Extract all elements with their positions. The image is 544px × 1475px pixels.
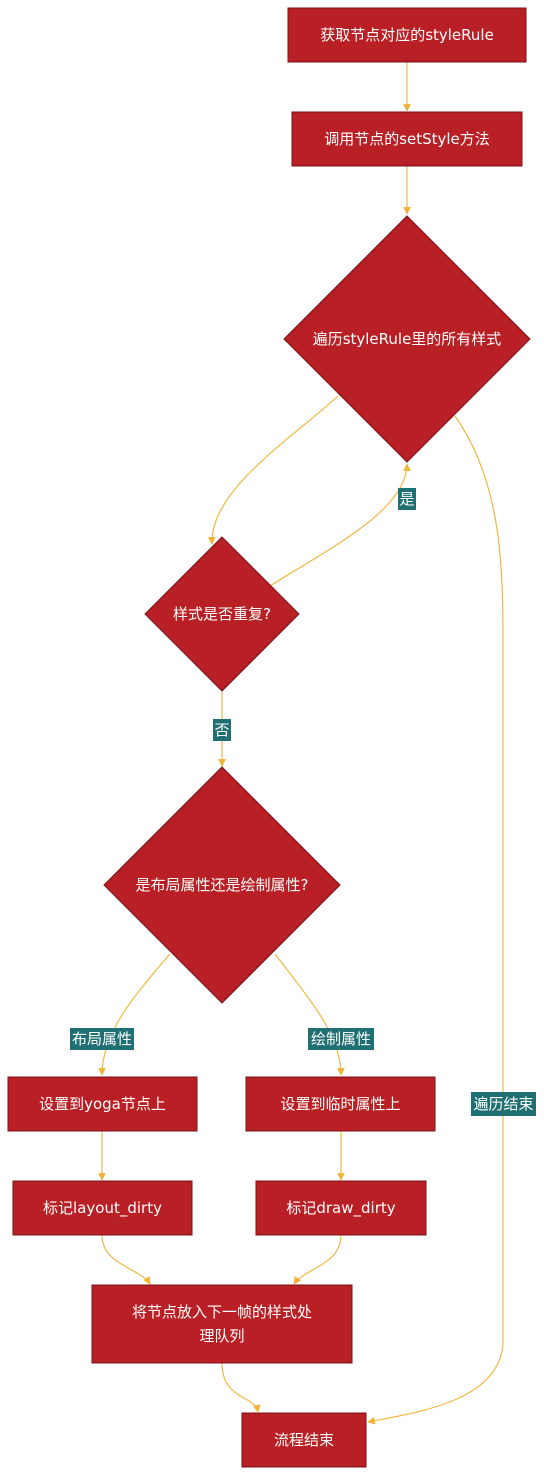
edge-iterate-done-to-end — [367, 415, 504, 1425]
svg-text:标记draw_dirty: 标记draw_dirty — [286, 1199, 395, 1218]
svg-text:获取节点对应的styleRule: 获取节点对应的styleRule — [320, 26, 494, 44]
node-end: 流程结束 — [241, 1412, 367, 1468]
svg-text:设置到yoga节点上: 设置到yoga节点上 — [39, 1095, 166, 1113]
edge-decision-to-set-temp — [274, 953, 345, 1076]
svg-text:流程结束: 流程结束 — [274, 1431, 334, 1449]
node-layout-or-draw: 是布局属性还是绘制属性? — [103, 766, 341, 1004]
svg-text:将节点放入下一帧的样式处: 将节点放入下一帧的样式处 — [132, 1303, 312, 1321]
edge-mark-draw-to-enqueue — [293, 1234, 342, 1285]
svg-text:设置到临时属性上: 设置到临时属性上 — [280, 1095, 400, 1113]
svg-text:标记layout_dirty: 标记layout_dirty — [43, 1199, 162, 1218]
svg-text:否: 否 — [214, 721, 229, 739]
svg-text:理队列: 理队列 — [199, 1327, 244, 1345]
svg-text:是: 是 — [399, 490, 414, 508]
node-call-setstyle: 调用节点的setStyle方法 — [291, 111, 523, 167]
node-mark-layout-dirty: 标记layout_dirty — [12, 1180, 193, 1236]
svg-text:布局属性: 布局属性 — [72, 1030, 132, 1048]
edge-decision-to-set-yoga — [98, 953, 171, 1076]
node-get-style-rule: 获取节点对应的styleRule — [287, 7, 527, 63]
edge-duplicate-yes-to-iterate — [269, 463, 411, 587]
edge-label-no: 否 — [213, 719, 231, 741]
edge-label-yes: 是 — [398, 488, 416, 510]
node-set-yoga: 设置到yoga节点上 — [7, 1076, 198, 1132]
edge-mark-layout-to-enqueue — [101, 1234, 151, 1285]
edge-label-draw-attr: 绘制属性 — [308, 1028, 374, 1050]
node-set-temp-attr: 设置到临时属性上 — [245, 1076, 436, 1132]
edges — [98, 62, 504, 1425]
svg-text:调用节点的setStyle方法: 调用节点的setStyle方法 — [324, 130, 490, 148]
node-enqueue-next-frame: 将节点放入下一帧的样式处 理队列 — [91, 1284, 353, 1364]
svg-text:绘制属性: 绘制属性 — [311, 1030, 371, 1048]
node-is-duplicate: 样式是否重复? — [144, 536, 300, 692]
edge-labels: 是 否 布局属性 绘制属性 遍历结束 — [70, 488, 536, 1116]
node-mark-draw-dirty: 标记draw_dirty — [255, 1180, 427, 1236]
edge-label-layout-attr: 布局属性 — [70, 1028, 134, 1050]
nodes: 获取节点对应的styleRule 调用节点的setStyle方法 遍历style… — [7, 7, 531, 1468]
svg-text:是布局属性还是绘制属性?: 是布局属性还是绘制属性? — [136, 876, 309, 894]
edge-label-iterate-done: 遍历结束 — [471, 1092, 536, 1116]
svg-text:遍历结束: 遍历结束 — [473, 1095, 533, 1113]
edge-enqueue-to-end — [221, 1362, 261, 1413]
node-iterate-style-rule: 遍历styleRule里的所有样式 — [283, 215, 531, 463]
svg-text:遍历styleRule里的所有样式: 遍历styleRule里的所有样式 — [313, 330, 502, 348]
edge-iterate-to-duplicate — [207, 395, 339, 545]
svg-text:样式是否重复?: 样式是否重复? — [173, 605, 271, 623]
